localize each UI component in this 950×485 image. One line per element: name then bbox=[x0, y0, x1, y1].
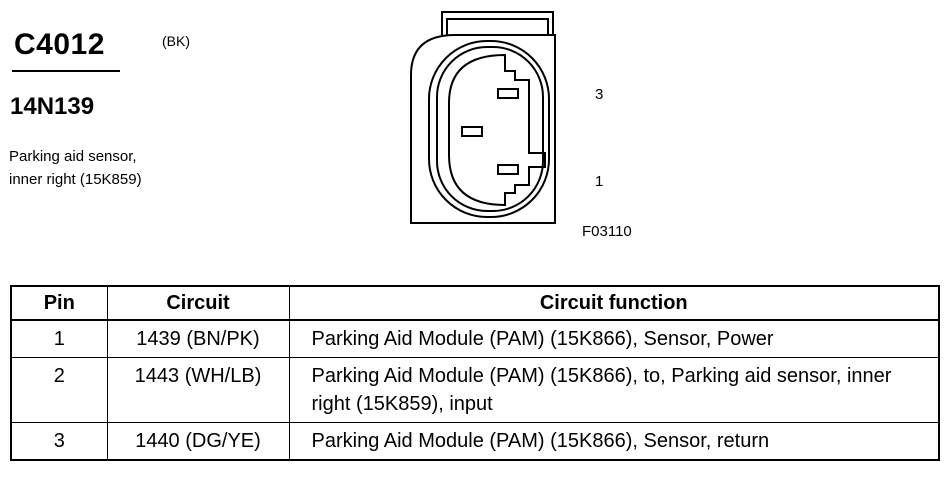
function-cell: Parking Aid Module (PAM) (15K866), to, P… bbox=[288, 357, 940, 423]
pin-label-top: 3 bbox=[595, 86, 604, 103]
connector-cavity bbox=[448, 53, 546, 207]
part-number: 14N139 bbox=[10, 93, 95, 120]
connector-shroud-inner bbox=[436, 46, 544, 212]
circuit-cell: 1440 (DG/YE) bbox=[106, 422, 290, 461]
function-cell: Parking Aid Module (PAM) (15K866), Senso… bbox=[288, 422, 940, 461]
connector-shroud-outer bbox=[428, 40, 550, 218]
table-row: 3 1440 (DG/YE) Parking Aid Module (PAM) … bbox=[10, 422, 940, 461]
table-header-row: Pin Circuit Circuit function bbox=[10, 285, 940, 321]
connector-housing bbox=[410, 34, 556, 224]
circuit-cell: 1439 (BN/PK) bbox=[106, 319, 290, 358]
connector-face-diagram bbox=[410, 11, 556, 224]
pin-cell: 2 bbox=[10, 357, 108, 423]
connector-color: (BK) bbox=[162, 33, 190, 49]
table-row: 2 1443 (WH/LB) Parking Aid Module (PAM) … bbox=[10, 357, 940, 423]
pin-cell: 3 bbox=[10, 422, 108, 461]
pin-table: Pin Circuit Circuit function 1 1439 (BN/… bbox=[10, 285, 940, 461]
function-cell: Parking Aid Module (PAM) (15K866), Senso… bbox=[288, 319, 940, 358]
connector-latch bbox=[441, 11, 554, 35]
connector-id: C4012 bbox=[14, 28, 105, 61]
description-line-2: inner right (15K859) bbox=[9, 171, 142, 188]
header-circuit: Circuit bbox=[106, 285, 290, 321]
description-line-1: Parking aid sensor, bbox=[9, 148, 137, 165]
terminal-pin-2 bbox=[461, 126, 483, 137]
terminal-pin-1 bbox=[497, 164, 519, 175]
header-circuit-function: Circuit function bbox=[288, 285, 940, 321]
terminal-pin-3 bbox=[497, 88, 519, 99]
pin-cell: 1 bbox=[10, 319, 108, 358]
circuit-cell: 1443 (WH/LB) bbox=[106, 357, 290, 423]
pin-label-bottom: 1 bbox=[595, 173, 604, 190]
header-pin: Pin bbox=[10, 285, 108, 321]
figure-code: F03110 bbox=[582, 223, 632, 240]
connector-id-underline bbox=[12, 70, 120, 72]
connector-latch-inner bbox=[446, 18, 549, 35]
table-row: 1 1439 (BN/PK) Parking Aid Module (PAM) … bbox=[10, 319, 940, 358]
